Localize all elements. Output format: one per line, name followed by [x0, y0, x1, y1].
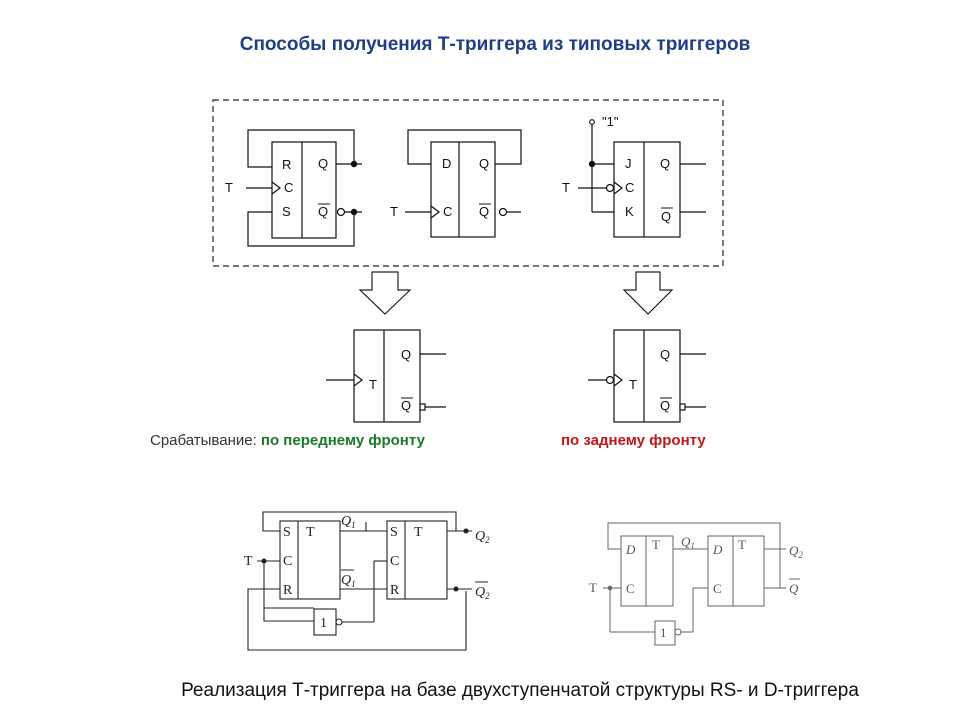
jk-pin-j: J: [625, 156, 632, 171]
t-trigger-back: [588, 329, 706, 423]
d2-q1-label: Q1: [681, 534, 695, 551]
jk-trigger-diagram: [578, 119, 706, 238]
d-pin-d: D: [442, 156, 451, 171]
d2-s2-c: C: [713, 581, 722, 596]
t-trigger-front: [326, 329, 446, 423]
bottom-caption: Реализация Т-триггера на базе двухступен…: [181, 680, 859, 701]
t-front-q: Q: [401, 347, 411, 362]
page-title: Способы получения Т-триггера из типовых …: [239, 34, 751, 55]
caption-front-edge: по переднему фронту: [260, 432, 425, 449]
d2-inverter-label: 1: [660, 625, 667, 640]
rs-pin-s: S: [282, 204, 291, 219]
d2-s2-t: T: [738, 537, 746, 552]
d2-input-label: T: [589, 580, 597, 595]
t-back-q: Q: [660, 347, 670, 362]
rs2-s1-c: C: [283, 554, 292, 569]
rs-pin-c: C: [284, 180, 293, 195]
t-front-input-label: T: [369, 377, 377, 392]
jk-input-label: T: [562, 180, 570, 195]
jk-pin-q-inv: Q: [661, 209, 671, 224]
d-trigger-diagram: [405, 129, 522, 238]
rs2-q1-label: Q1: [341, 514, 356, 530]
rs2-q1-inv-label: Q1: [341, 573, 356, 589]
caption-back-edge: по заднему фронту: [561, 432, 706, 449]
t-back-q-inv: Q: [660, 398, 670, 413]
d2-s1-c: C: [626, 581, 635, 596]
two-stage-d-diagram: [603, 522, 786, 646]
rs-pin-q-inv: Q: [318, 204, 328, 219]
d-input-label: T: [390, 204, 398, 219]
jk-const-label: "1": [602, 114, 619, 129]
arrow-down-right: [622, 271, 674, 315]
t-front-q-inv: Q: [401, 398, 411, 413]
jk-pin-c: C: [625, 180, 634, 195]
rs2-s2-r: R: [390, 583, 400, 598]
dashed-frame: [212, 99, 724, 267]
rs2-s1-s: S: [283, 525, 291, 540]
rs2-q2-label: Q2: [475, 529, 490, 545]
d2-s1-t: T: [652, 537, 660, 552]
d2-q2-label: Q2: [789, 543, 803, 560]
rs-pin-q: Q: [318, 156, 328, 171]
rs2-q2-inv-label: Q2: [475, 585, 490, 601]
two-stage-rs-diagram: [247, 511, 472, 651]
d2-s2-d: D: [712, 542, 723, 557]
d2-q-inv-label: Q: [789, 581, 799, 596]
rs2-s1-t: T: [306, 525, 315, 540]
rs2-inverter-label: 1: [320, 616, 327, 631]
arrow-down-left: [358, 271, 412, 315]
t-back-input-label: T: [629, 377, 637, 392]
d-pin-q: Q: [479, 156, 489, 171]
d2-s1-d: D: [625, 542, 636, 557]
rs2-s1-r: R: [283, 583, 293, 598]
rs-trigger-diagram: [246, 129, 362, 247]
jk-pin-k: K: [625, 204, 634, 219]
d-pin-c: C: [443, 204, 452, 219]
rs2-s2-t: T: [414, 525, 423, 540]
trigger-caption: Срабатывание: по переднему фронту: [150, 432, 425, 449]
rs2-input-label: T: [244, 554, 253, 569]
jk-pin-q: Q: [660, 156, 670, 171]
rs2-s2-c: C: [390, 554, 399, 569]
d-pin-q-inv: Q: [479, 204, 489, 219]
rs2-s2-s: S: [390, 525, 398, 540]
caption-prefix: Срабатывание:: [150, 432, 261, 449]
rs-pin-r: R: [282, 157, 291, 172]
rs-input-label: T: [225, 180, 233, 195]
